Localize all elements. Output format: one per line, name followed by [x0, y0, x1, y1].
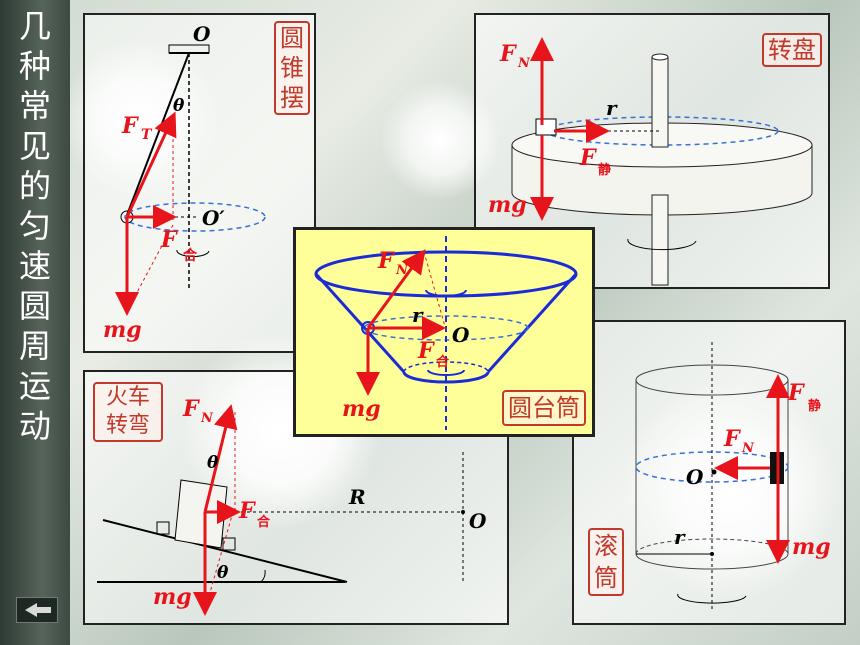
- back-arrow-icon: [25, 603, 51, 617]
- label-center: O: [686, 465, 704, 489]
- turntable-panel: 转盘 F N r F 静 mg: [474, 13, 830, 289]
- stamp-line: 火车: [105, 385, 150, 410]
- label-radius: R: [348, 485, 366, 509]
- previous-slide-button[interactable]: [16, 597, 58, 623]
- title-char: 周: [18, 327, 51, 365]
- label-weight: mg: [488, 192, 527, 218]
- label-normal-sub: N: [741, 441, 755, 456]
- label-normal: F: [377, 248, 395, 274]
- stamp-line: 转弯: [105, 413, 150, 438]
- title-char: 种: [18, 47, 51, 85]
- label-weight: mg: [342, 396, 381, 422]
- conical-pendulum-diagram: O O′ θ F T F 合 mg: [103, 22, 266, 343]
- rotor-panel: 滚 筒 F 静 F N O r mg: [572, 320, 846, 625]
- stamp-train-turn: 火车 转弯: [93, 382, 163, 442]
- stamp-conical-pendulum: 圆 锥 摆: [274, 21, 310, 115]
- label-friction-sub: 静: [808, 398, 821, 414]
- label-friction: F: [579, 145, 597, 171]
- title-char: 的: [18, 167, 51, 205]
- label-normal: F: [499, 41, 517, 67]
- label-normal: F: [182, 396, 200, 422]
- label-normal: F: [723, 426, 741, 452]
- label-radius: r: [606, 96, 618, 120]
- label-normal-sub: N: [517, 56, 531, 71]
- stamp-char: 摆: [280, 84, 304, 112]
- label-normal-sub: N: [395, 263, 409, 278]
- label-net-sub: 合: [257, 514, 271, 530]
- label-net-force: F: [160, 227, 178, 253]
- label-pivot: O: [193, 22, 211, 46]
- conical-funnel-diagram: F N r O F 合 mg: [314, 236, 578, 430]
- stamp-char: 锥: [280, 54, 304, 82]
- label-tension-sub: T: [141, 127, 153, 143]
- label-friction: F: [787, 380, 805, 406]
- label-center: O: [452, 323, 470, 347]
- title-char: 运: [18, 367, 51, 405]
- conical-pendulum-panel: 圆 锥 摆 O O′ θ F T F 合 mg: [83, 13, 316, 353]
- label-angle-top: θ: [207, 453, 219, 473]
- title-char: 匀: [18, 207, 51, 245]
- label-net-sub: 合: [183, 247, 198, 264]
- stamp-rotor: 滚 筒: [588, 528, 624, 596]
- stamp-turntable: 转盘: [762, 33, 822, 67]
- label-friction-sub: 静: [598, 162, 611, 178]
- stamp-char: 圆: [280, 24, 304, 52]
- label-center: O′: [202, 206, 225, 230]
- stamp-char: 筒: [594, 564, 618, 592]
- title-char: 速: [18, 247, 51, 285]
- title-char: 见: [18, 127, 51, 165]
- label-weight: mg: [103, 317, 142, 343]
- title-char: 动: [18, 407, 51, 445]
- label-normal-sub: N: [200, 411, 214, 426]
- label-radius: r: [412, 303, 424, 327]
- label-radius: r: [674, 525, 686, 549]
- conical-funnel-panel: 圆台筒 F N r O F 合 mg: [293, 227, 595, 437]
- stamp-funnel: 圆台筒: [502, 390, 586, 426]
- title-char: 常: [18, 87, 51, 125]
- label-weight: mg: [153, 584, 192, 610]
- label-center: O: [469, 509, 487, 533]
- label-weight: mg: [792, 534, 831, 560]
- stamp-char: 滚: [594, 532, 618, 560]
- title-char: 圆: [18, 287, 51, 325]
- sidebar: 几 种 常 见 的 匀 速 圆 周 运 动: [0, 0, 70, 645]
- label-angle-bottom: θ: [217, 563, 229, 583]
- title-char: 几: [18, 7, 51, 45]
- label-angle: θ: [173, 96, 185, 116]
- label-tension: F: [121, 113, 139, 139]
- rotor-diagram: F 静 F N O r mg: [635, 342, 831, 612]
- label-net-sub: 合: [436, 354, 450, 370]
- label-net-force: F: [238, 498, 256, 524]
- turntable-diagram: F N r F 静 mg: [488, 37, 813, 286]
- train-turn-diagram: F N θ F 合 R O θ mg: [97, 396, 487, 616]
- label-net-force: F: [417, 338, 435, 364]
